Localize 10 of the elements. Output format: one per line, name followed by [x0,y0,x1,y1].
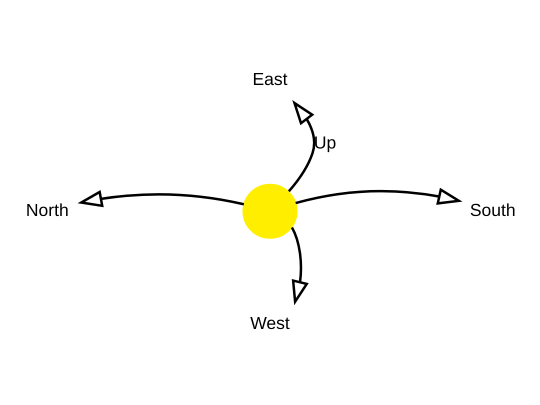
arrow [288,100,316,192]
node-circle [242,184,298,239]
arrow [78,190,244,208]
node-text: East [252,69,288,90]
edge-label: Up [314,132,336,152]
arrow [295,188,463,205]
arrow [290,226,309,306]
node-text: West [250,313,290,334]
node-text: North [26,200,69,220]
node-text: South [470,200,516,220]
